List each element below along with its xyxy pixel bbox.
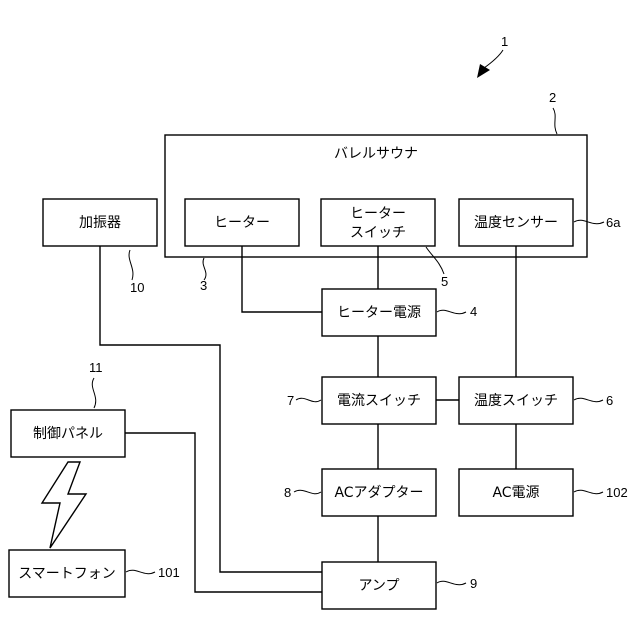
ref-3-leader — [203, 258, 206, 280]
ref-11-leader — [92, 378, 95, 408]
ref-102: 102 — [606, 485, 628, 500]
ref-6-leader — [574, 398, 603, 401]
ref-101: 101 — [158, 565, 180, 580]
ref-4-leader — [437, 310, 466, 313]
ref-2: 2 — [549, 90, 556, 105]
current-switch-label: 電流スイッチ — [337, 393, 421, 409]
temperature-sensor-label: 温度センサー — [474, 215, 558, 231]
amp-label: アンプ — [358, 578, 399, 594]
ref-11: 11 — [89, 360, 103, 375]
ref-102-leader — [574, 490, 603, 493]
ref-2-leader — [553, 108, 557, 134]
wireless-link-icon — [42, 462, 86, 548]
ac-power-label: AC電源 — [492, 485, 539, 501]
temperature-switch-label: 温度スイッチ — [474, 393, 558, 409]
ref-1-arrowhead — [477, 64, 490, 78]
ref-10-leader — [129, 250, 133, 280]
ref-7: 7 — [287, 393, 294, 408]
ref-7-leader — [296, 398, 321, 401]
heater-power-label: ヒーター電源 — [337, 305, 421, 321]
ref-8-leader — [294, 490, 321, 493]
ref-3: 3 — [200, 278, 207, 293]
ref-101-leader — [126, 570, 155, 573]
ref-numeral-1: 1 — [501, 34, 508, 49]
ref-9: 9 — [470, 576, 477, 591]
vibrator-label: 加振器 — [79, 215, 121, 231]
ref-4: 4 — [470, 304, 477, 319]
ref-8: 8 — [284, 485, 291, 500]
heater-switch-label-1: ヒーター — [350, 206, 406, 222]
ref-6a: 6a — [606, 215, 621, 230]
barrel-sauna-label: バレルサウナ — [334, 146, 418, 162]
smartphone-label: スマートフォン — [18, 566, 116, 582]
wire-control-panel-to-amp — [125, 433, 322, 592]
ref-1-leader — [484, 50, 503, 68]
heater-label: ヒーター — [214, 215, 270, 231]
control-panel-label: 制御パネル — [33, 426, 103, 442]
ref-9-leader — [437, 581, 466, 584]
ac-adapter-label: ACアダプター — [334, 485, 423, 501]
ref-5: 5 — [441, 274, 448, 289]
ref-10: 10 — [130, 280, 144, 295]
ref-6: 6 — [606, 393, 613, 408]
heater-switch-label-2: スイッチ — [350, 225, 406, 241]
